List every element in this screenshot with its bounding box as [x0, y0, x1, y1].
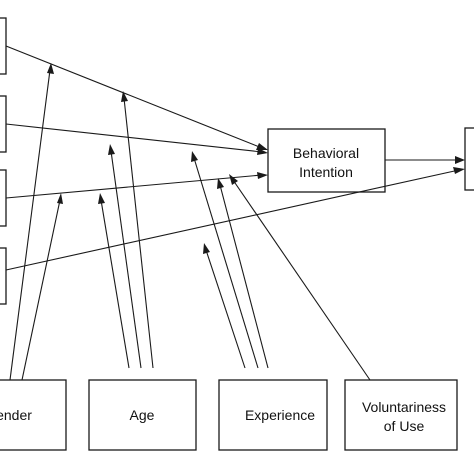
voluntariness-label-line1: Voluntariness: [362, 399, 446, 415]
gender-box: ender: [0, 379, 67, 451]
construct-box-2: [0, 95, 7, 153]
edge-age-to-path-3: [98, 193, 130, 369]
gender-label: ender: [0, 407, 32, 423]
experience-label: Experience: [245, 407, 315, 423]
age-label: Age: [130, 407, 155, 423]
edge-age-to-path-2: [108, 144, 142, 369]
behavioral-intention-box: Behavioral Intention: [267, 128, 386, 193]
construct-box-4: [0, 247, 7, 305]
edge-construct-4-to-use-behavior: [5, 167, 465, 271]
voluntariness-label-line2: of Use: [384, 418, 425, 434]
construct-box-3: [0, 169, 7, 227]
behavioral-intention-label-line2: Intention: [299, 164, 353, 180]
behavioral-intention-label-line1: Behavioral: [293, 145, 359, 161]
use-behavior-box: [464, 127, 474, 191]
edge-intention-to-use-behavior: [385, 156, 465, 164]
edge-experience-to-path-2: [191, 151, 259, 369]
construct-box-1: [0, 17, 7, 75]
edge-gender-to-path-3: [21, 193, 63, 381]
edge-experience-to-intention-path: [217, 178, 269, 369]
edge-experience-to-path-3: [203, 243, 246, 369]
edge-construct-2-to-intention: [5, 123, 268, 155]
edge-construct-3-to-intention: [5, 172, 268, 199]
edge-construct-1-to-intention: [5, 45, 268, 150]
age-box: Age: [88, 379, 197, 451]
edge-voluntariness-to-path-3: [229, 174, 371, 381]
edge-gender-to-path-1: [9, 63, 54, 381]
voluntariness-box: Voluntariness of Use: [344, 379, 458, 451]
experience-box: Experience: [218, 379, 328, 451]
edge-age-to-path-1: [121, 91, 154, 369]
